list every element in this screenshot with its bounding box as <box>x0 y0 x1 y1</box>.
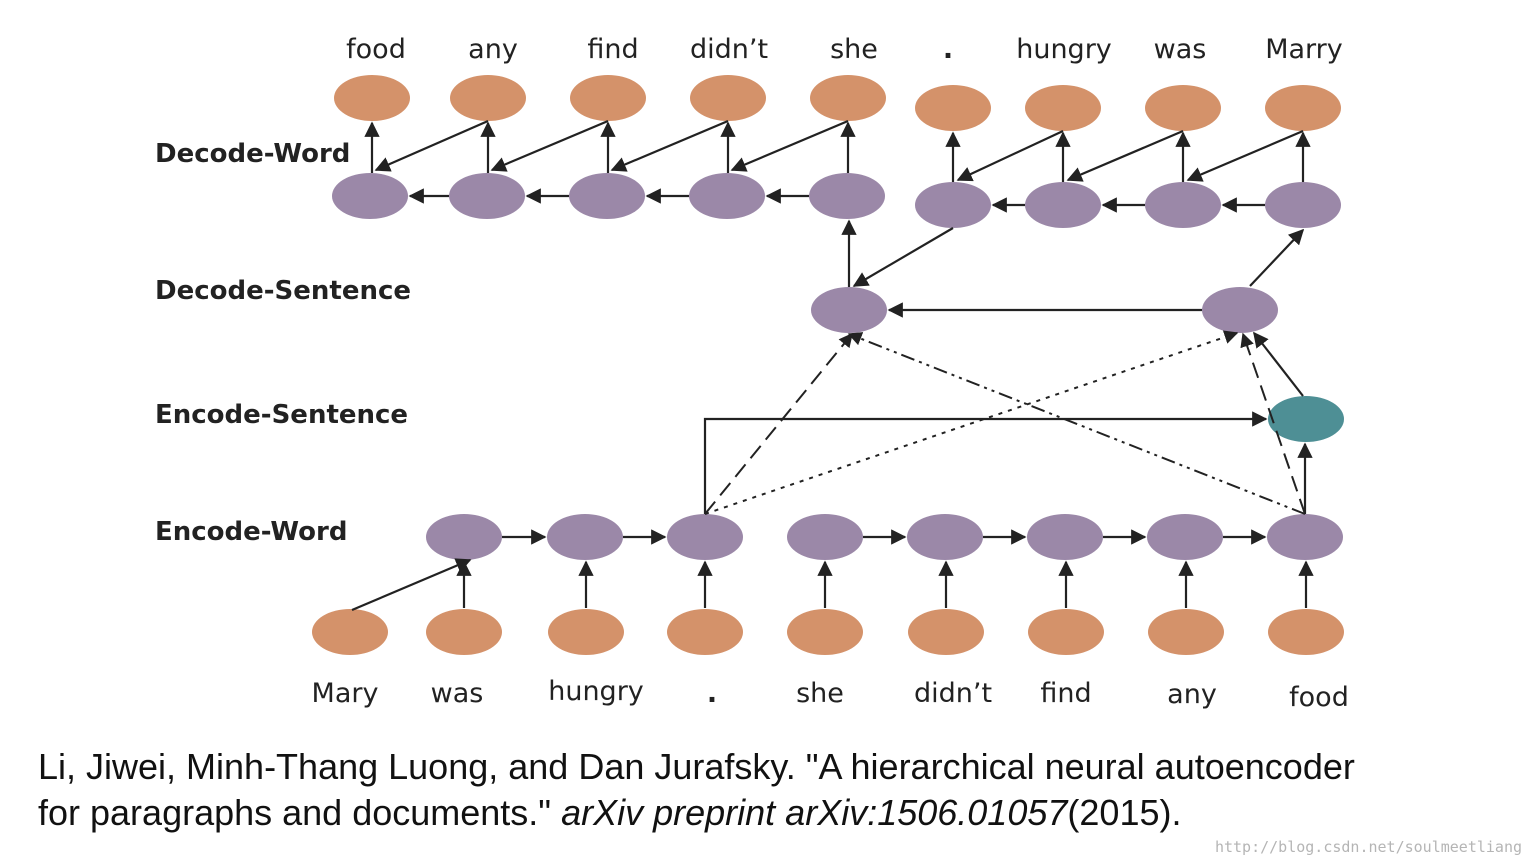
top-word: food <box>346 34 406 65</box>
label-encode-sentence: Encode-Sentence <box>155 400 408 430</box>
hidden-node <box>547 514 623 560</box>
top-word: Marry <box>1265 34 1343 65</box>
word-node <box>1025 85 1101 131</box>
top-word: any <box>468 34 518 65</box>
edge <box>1249 228 1305 287</box>
edge <box>490 119 609 172</box>
hidden-node <box>787 514 863 560</box>
word-node <box>787 609 863 655</box>
hidden-node <box>1027 514 1103 560</box>
top-word: was <box>1154 34 1207 65</box>
top-word: . <box>943 34 953 65</box>
citation-line-1: Li, Jiwei, Minh-Thang Luong, and Dan Jur… <box>38 746 1355 787</box>
citation: Li, Jiwei, Minh-Thang Luong, and Dan Jur… <box>38 744 1355 836</box>
word-node <box>1148 609 1224 655</box>
hidden-node <box>332 173 408 219</box>
bottom-word: didn’t <box>914 678 992 709</box>
citation-venue: arXiv preprint arXiv:1506.01057 <box>561 792 1068 833</box>
sentence-node <box>811 287 887 333</box>
attention-edge <box>1240 332 1306 515</box>
word-node <box>548 609 624 655</box>
label-decode-word: Decode-Word <box>155 139 350 169</box>
word-node <box>1145 85 1221 131</box>
label-encode-word: Encode-Word <box>155 517 347 547</box>
bottom-word: was <box>431 678 484 709</box>
bottom-word: find <box>1040 678 1091 709</box>
top-word: hungry <box>1016 34 1112 65</box>
bottom-word: any <box>1167 679 1217 710</box>
decode-sentence-nodes <box>811 287 1278 333</box>
edge <box>351 558 472 612</box>
word-node <box>1268 609 1344 655</box>
hidden-node <box>1145 182 1221 228</box>
bottom-word: she <box>796 678 844 709</box>
input-word-nodes <box>312 609 1344 655</box>
label-decode-sentence: Decode-Sentence <box>155 276 411 306</box>
edge <box>610 119 729 172</box>
bottom-words: Mary was hungry . she didn’t find any fo… <box>312 676 1349 713</box>
top-words: food any find didn’t she . hungry was Ma… <box>346 34 1343 65</box>
decode-word-hidden-nodes <box>332 173 1341 228</box>
attention-edge <box>847 332 1306 515</box>
attention-edge <box>704 332 853 515</box>
word-node <box>667 609 743 655</box>
word-node <box>570 75 646 121</box>
word-node <box>690 75 766 121</box>
hidden-node <box>809 173 885 219</box>
hidden-node <box>569 173 645 219</box>
hidden-node <box>1265 182 1341 228</box>
hidden-node <box>907 514 983 560</box>
citation-line-2: for paragraphs and documents." arXiv pre… <box>38 790 1355 836</box>
bottom-word: . <box>707 678 717 709</box>
hidden-node <box>449 173 525 219</box>
word-node <box>1265 85 1341 131</box>
edge <box>956 130 1064 182</box>
hidden-node <box>1147 514 1223 560</box>
citation-authors-title-end: for paragraphs and documents." <box>38 792 562 833</box>
attention-edge <box>704 330 1239 515</box>
edge <box>703 411 1268 514</box>
sentence-node <box>1202 287 1278 333</box>
hidden-node <box>1267 514 1343 560</box>
watermark: http://blog.csdn.net/soulmeetliang <box>1214 838 1522 856</box>
word-node <box>915 85 991 131</box>
hidden-node <box>1025 182 1101 228</box>
hidden-node <box>915 182 991 228</box>
edge <box>1253 331 1304 397</box>
hidden-node <box>426 514 502 560</box>
hidden-node <box>689 173 765 219</box>
edge <box>1066 129 1184 182</box>
bottom-word: Mary <box>312 678 379 709</box>
word-node <box>908 609 984 655</box>
edge <box>730 119 849 172</box>
solid-edges <box>351 119 1314 612</box>
encode-word-hidden-nodes <box>426 514 1343 560</box>
edge <box>374 119 489 172</box>
attention-edges <box>704 330 1306 515</box>
word-node <box>426 609 502 655</box>
paragraph-vector-node <box>1268 396 1344 442</box>
decoded-word-nodes <box>334 75 1341 131</box>
word-node <box>450 75 526 121</box>
citation-year: (2015). <box>1067 792 1182 833</box>
hidden-node <box>667 514 743 560</box>
word-node <box>334 75 410 121</box>
edge <box>1186 129 1304 182</box>
word-node <box>1028 609 1104 655</box>
top-word: find <box>587 34 638 65</box>
top-word: didn’t <box>690 34 768 65</box>
top-word: she <box>830 34 878 65</box>
word-node <box>312 609 388 655</box>
bottom-word: food <box>1289 682 1349 713</box>
hierarchical-autoencoder-diagram: Decode-Word Decode-Sentence Encode-Sente… <box>155 34 1349 713</box>
word-node <box>810 75 886 121</box>
edge <box>852 227 954 287</box>
bottom-word: hungry <box>548 676 644 707</box>
